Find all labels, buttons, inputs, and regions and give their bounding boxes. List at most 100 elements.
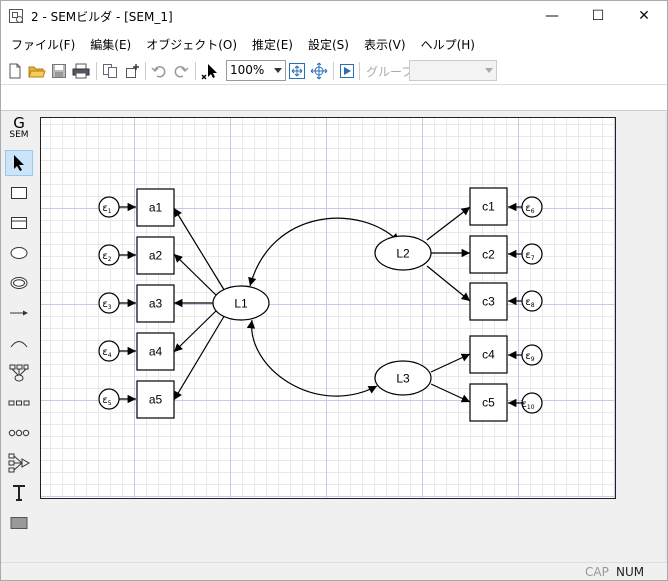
error-label-a5: ε5 xyxy=(102,395,111,407)
generalized-response-tool[interactable] xyxy=(5,210,33,236)
new-file-icon[interactable] xyxy=(5,61,25,81)
latent-ellipse-L2[interactable] xyxy=(374,235,432,271)
error-circle-c4[interactable] xyxy=(521,344,543,366)
latent-regression-tool[interactable] xyxy=(5,420,33,446)
chevron-down-icon xyxy=(274,68,282,73)
path-L1-a2[interactable] xyxy=(173,253,220,299)
area-tool[interactable] xyxy=(5,510,33,536)
observed-label-c5: c5 xyxy=(482,396,495,410)
measurement-component-tool[interactable] xyxy=(5,360,33,386)
group-label: グループ: xyxy=(366,65,418,79)
error-label-a4: ε4 xyxy=(102,347,111,359)
copy-icon[interactable] xyxy=(100,61,120,81)
latent-ellipse-L3[interactable] xyxy=(374,360,432,396)
observed-label-a5: a5 xyxy=(149,393,163,407)
add-element-icon[interactable] xyxy=(122,61,142,81)
menu-bar: ファイル(F) 編集(E) オブジェクト(O) 推定(E) 設定(S) 表示(V… xyxy=(1,31,667,57)
regression-component-tool[interactable] xyxy=(5,390,33,416)
covariance-tool[interactable] xyxy=(5,330,33,356)
move-icon[interactable] xyxy=(309,61,329,81)
latent-label-L1: L1 xyxy=(234,297,248,311)
menu-view[interactable]: 表示(V) xyxy=(363,37,406,52)
error-label-c4: ε9 xyxy=(525,351,534,363)
path-L3-c4[interactable] xyxy=(430,353,471,373)
path-L1-a5[interactable] xyxy=(173,312,227,401)
error-circle-a5[interactable] xyxy=(98,388,120,410)
error-circle-a3[interactable] xyxy=(98,292,120,314)
close-button[interactable]: ✕ xyxy=(638,8,650,24)
maximize-button[interactable]: ☐ xyxy=(591,8,605,24)
redo-icon[interactable] xyxy=(171,61,191,81)
observed-label-a4: a4 xyxy=(149,345,163,359)
menu-file[interactable]: ファイル(F) xyxy=(11,37,76,52)
error-circle-a1[interactable] xyxy=(98,196,120,218)
menu-settings[interactable]: 設定(S) xyxy=(308,37,349,52)
text-tool[interactable] xyxy=(5,480,33,506)
menu-help[interactable]: ヘルプ(H) xyxy=(420,37,475,52)
observed-box-c2[interactable] xyxy=(469,235,508,274)
open-folder-icon[interactable] xyxy=(27,61,47,81)
fit-to-window-icon[interactable] xyxy=(287,61,307,81)
error-circle-c3[interactable] xyxy=(521,290,543,312)
toolbar-separator xyxy=(195,62,196,80)
error-circle-a4[interactable] xyxy=(98,340,120,362)
tree-component-tool[interactable] xyxy=(5,450,33,476)
observed-label-c4: c4 xyxy=(482,348,495,362)
path-L3-c5[interactable] xyxy=(430,383,471,403)
path-tool[interactable] xyxy=(5,300,33,326)
observed-box-a4[interactable] xyxy=(136,332,175,371)
error-label-a2: ε2 xyxy=(102,251,111,263)
save-icon[interactable] xyxy=(49,61,69,81)
minimize-button[interactable]: — xyxy=(545,8,559,24)
diagram-canvas[interactable]: a1 a2 a3 a4 a5 c1 c2 c3 c4 c5 xyxy=(40,117,616,499)
caps-lock-indicator: CAP xyxy=(585,565,609,579)
observed-variable-tool[interactable] xyxy=(5,180,33,206)
observed-box-c3[interactable] xyxy=(469,282,508,321)
observed-box-c1[interactable] xyxy=(469,187,508,226)
observed-box-a3[interactable] xyxy=(136,284,175,323)
covariance-L1-L2[interactable] xyxy=(248,217,400,287)
observed-box-a2[interactable] xyxy=(136,236,175,275)
error-label-c2: ε7 xyxy=(525,250,534,262)
multilevel-latent-tool[interactable] xyxy=(5,270,33,296)
observed-box-a5[interactable] xyxy=(136,380,175,419)
error-label-c1: ε6 xyxy=(525,203,534,215)
vertical-scrollbar[interactable] xyxy=(665,112,667,562)
latent-ellipse-L1[interactable] xyxy=(212,285,270,321)
path-L2-c1[interactable] xyxy=(426,206,471,241)
path-L2-c3[interactable] xyxy=(426,265,471,302)
delete-select-icon[interactable] xyxy=(199,61,219,81)
observed-variables: a1 a2 a3 a4 a5 c1 c2 c3 c4 c5 xyxy=(136,187,508,422)
observed-box-a1[interactable] xyxy=(136,188,175,227)
group-select[interactable] xyxy=(409,60,497,81)
path-L1-a1[interactable] xyxy=(173,207,227,294)
observed-box-c5[interactable] xyxy=(469,383,508,422)
select-tool[interactable] xyxy=(5,150,33,176)
latent-variable-tool[interactable] xyxy=(5,240,33,266)
gsem-logo: G SEM xyxy=(5,114,33,141)
logo-g: G xyxy=(13,114,25,132)
observed-box-c4[interactable] xyxy=(469,335,508,374)
menu-edit[interactable]: 編集(E) xyxy=(90,37,132,52)
status-bar: CAP NUM xyxy=(1,562,667,580)
error-circle-c1[interactable] xyxy=(521,196,543,218)
print-icon[interactable] xyxy=(71,61,91,81)
menu-object[interactable]: オブジェクト(O) xyxy=(146,37,238,52)
sem-diagram: a1 a2 a3 a4 a5 c1 c2 c3 c4 c5 xyxy=(98,187,543,422)
chevron-down-icon xyxy=(485,68,493,73)
covariance-L1-L3[interactable] xyxy=(246,319,378,397)
toolbar-separator xyxy=(96,62,97,80)
undo-icon[interactable] xyxy=(149,61,169,81)
num-lock-indicator: NUM xyxy=(616,565,645,579)
observed-label-a1: a1 xyxy=(149,201,163,215)
secondary-toolbar xyxy=(1,85,667,111)
main-toolbar: 100% グループ: xyxy=(1,57,667,85)
menu-estimation[interactable]: 推定(E) xyxy=(252,37,293,52)
latent-label-L3: L3 xyxy=(396,372,410,386)
error-circle-a2[interactable] xyxy=(98,244,120,266)
estimate-run-icon[interactable] xyxy=(337,61,357,81)
zoom-select[interactable]: 100% xyxy=(226,60,286,81)
error-circle-c5[interactable] xyxy=(521,392,543,414)
path-L1-a4[interactable] xyxy=(173,307,220,353)
error-circle-c2[interactable] xyxy=(521,243,543,265)
